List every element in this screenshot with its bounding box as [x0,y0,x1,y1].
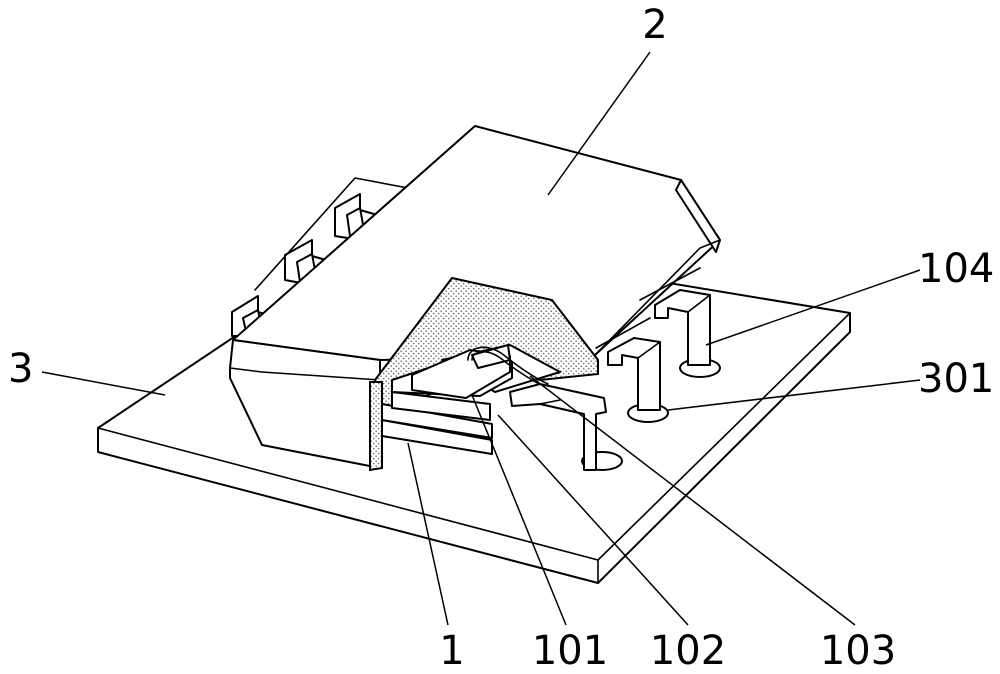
right-pins [595,267,711,411]
housing [229,125,721,469]
layer-stack [381,344,513,455]
callout-1: 1 [439,628,464,674]
callout-101: 101 [532,628,608,674]
callout-3: 3 [8,346,33,392]
bond-wire [467,346,607,471]
callout-301: 301 [918,356,994,402]
callout-2: 2 [642,2,667,48]
leader-lines [41,51,921,626]
callout-labels: 2 104 3 301 1 101 102 103 [8,2,994,674]
callout-104: 104 [918,246,994,292]
callout-103: 103 [820,628,896,674]
callout-102: 102 [650,628,726,674]
